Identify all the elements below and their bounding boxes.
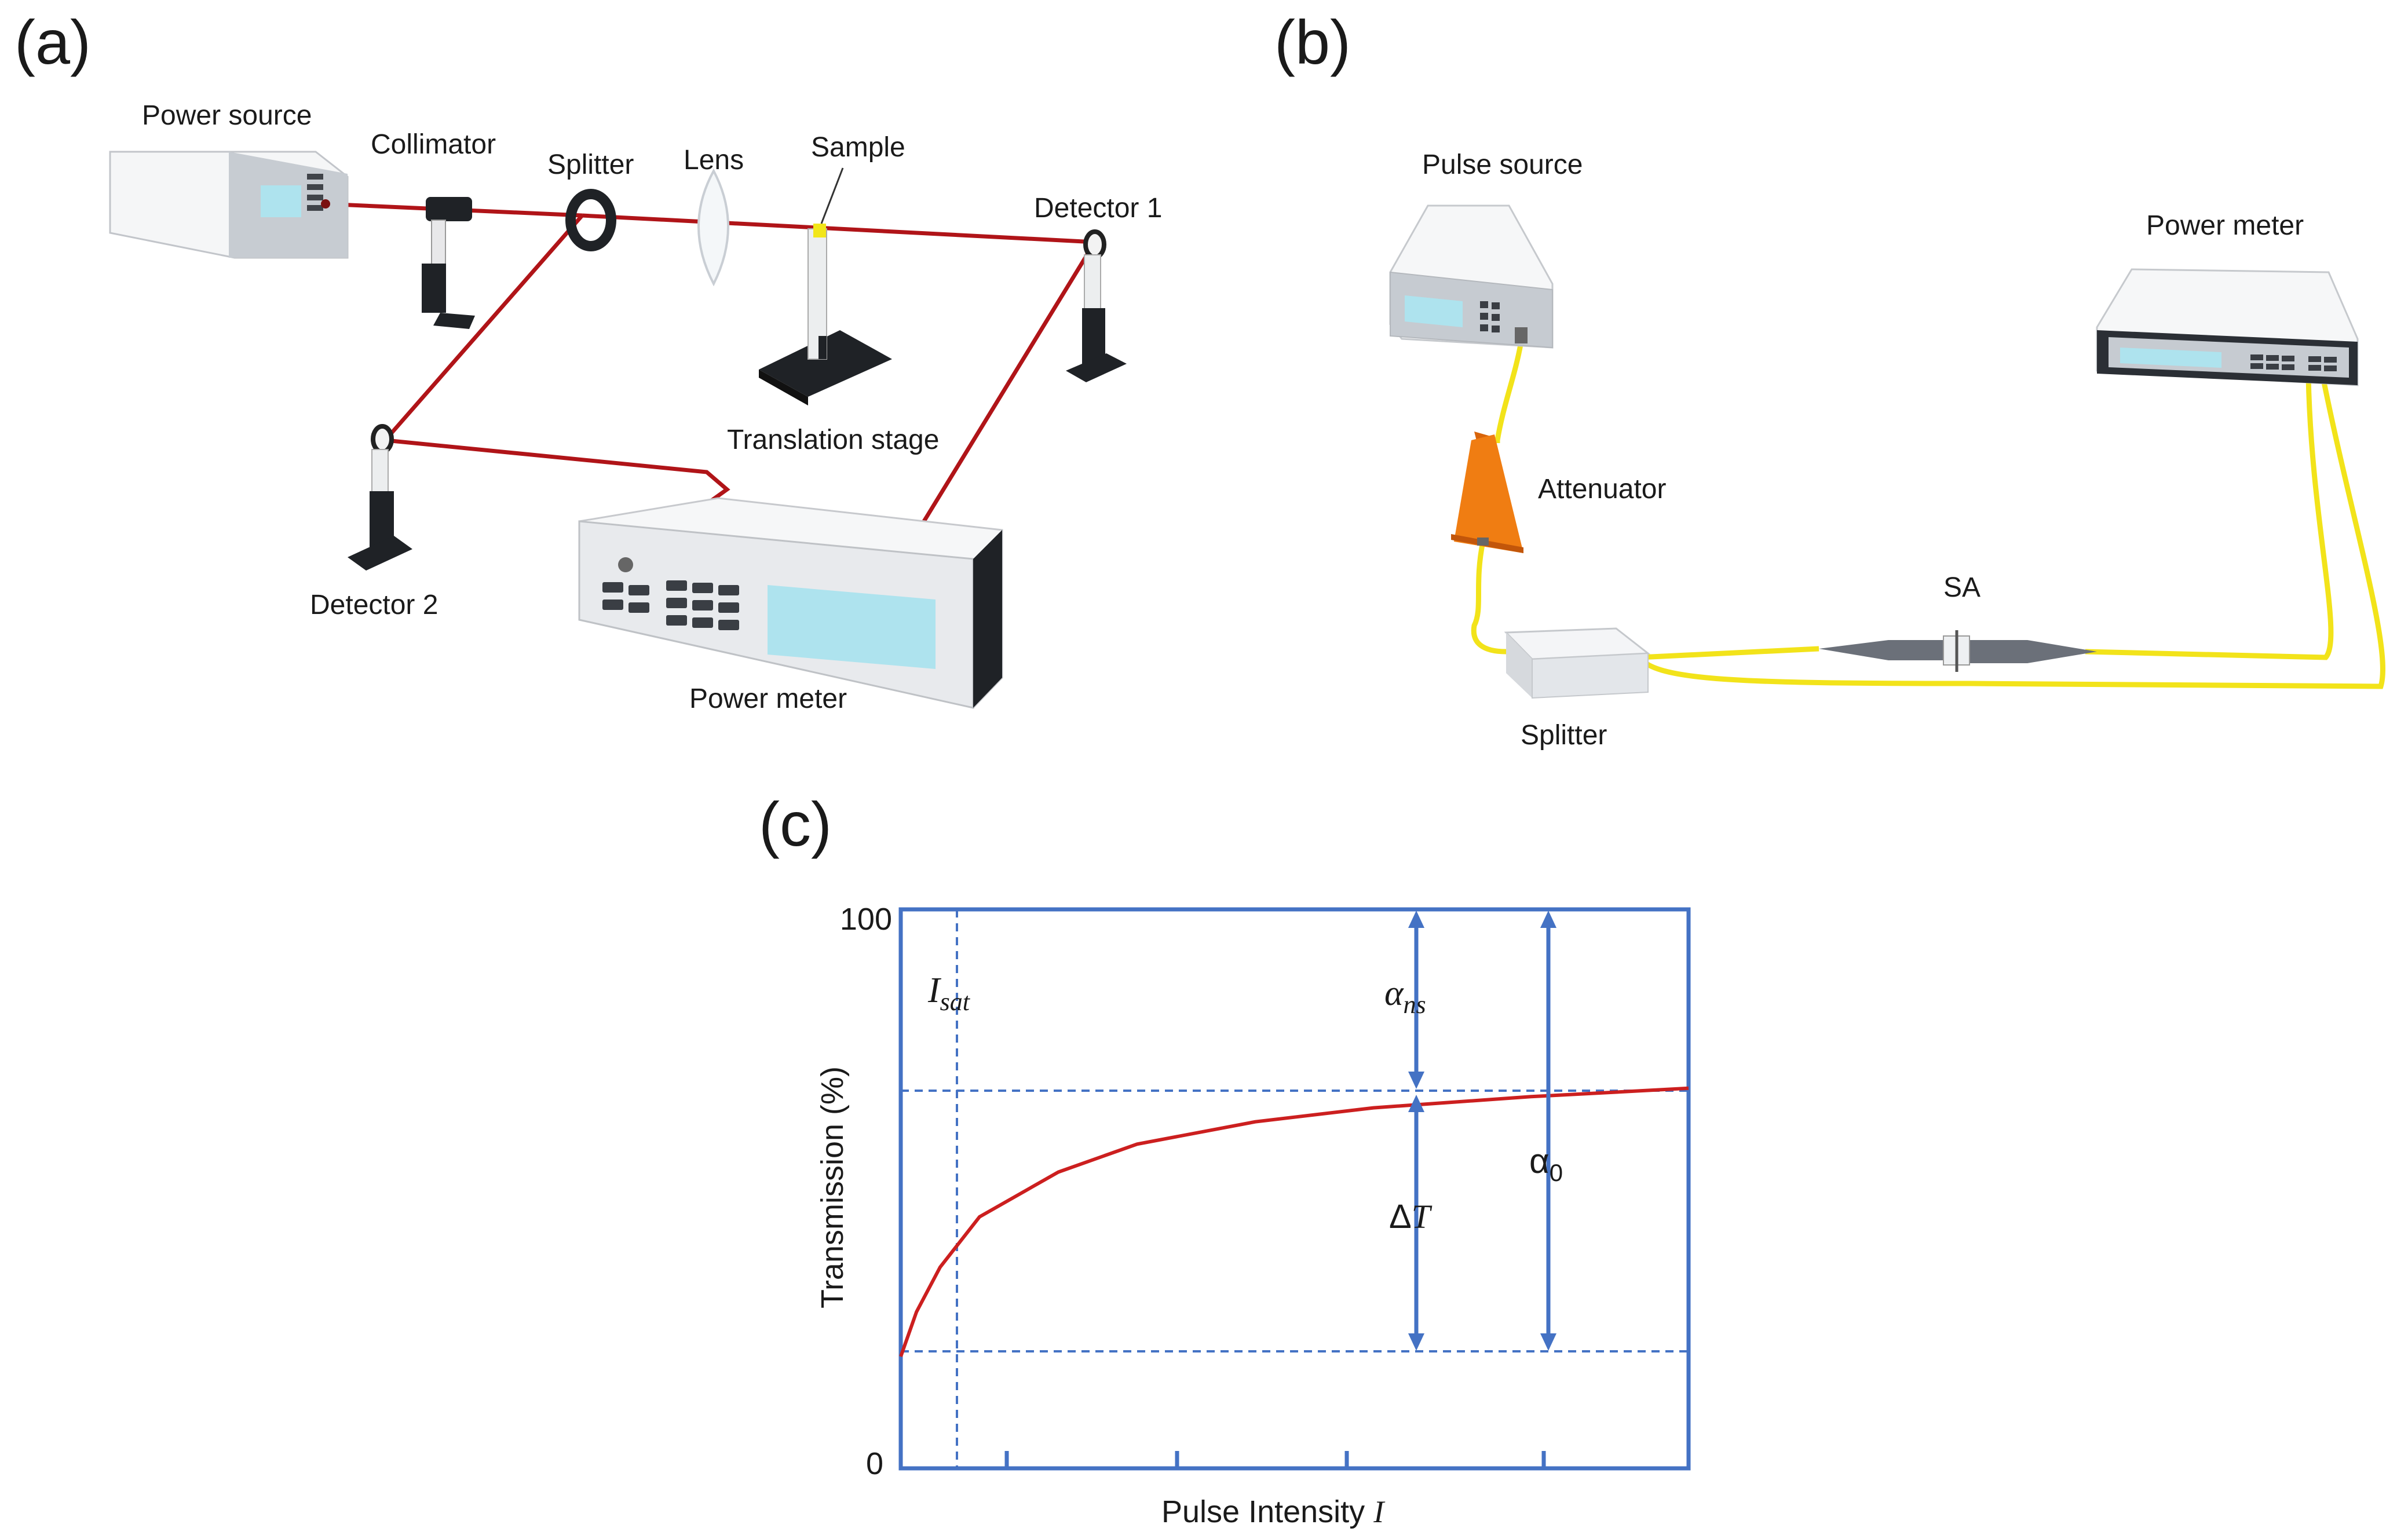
sa-device (1819, 630, 2097, 672)
power-source-device (109, 151, 349, 259)
reference-lines (901, 909, 1689, 1468)
x-axis-label-symbol: I (1373, 1494, 1386, 1529)
isat-main: I (927, 971, 942, 1010)
power-meter-device-b (2096, 268, 2359, 386)
label-alpha-0: α0 (1529, 1142, 1563, 1186)
detector-1-device (1066, 229, 1127, 382)
label-sa: SA (1943, 572, 1981, 603)
x-axis-label: Pulse Intensity I (1161, 1494, 1386, 1529)
laser-beam (324, 202, 1097, 522)
splitter-device-b (1504, 627, 1651, 699)
splitter-device (565, 189, 616, 251)
delta-t-delta: Δ (1389, 1198, 1412, 1235)
label-alpha-ns: αns (1384, 974, 1426, 1019)
alpha0-main: α (1529, 1142, 1550, 1180)
alpha0-sub: 0 (1550, 1159, 1563, 1186)
label-detector-2: Detector 2 (310, 590, 438, 620)
x-ticks (1004, 1451, 1546, 1468)
y-tick-0: 0 (866, 1446, 883, 1481)
power-meter-device-a (578, 497, 1003, 709)
label-lens: Lens (684, 145, 744, 176)
panel-c-tag: (c) (759, 789, 832, 859)
attenuator-device (1451, 432, 1523, 553)
isat-sub: sat (940, 988, 971, 1016)
label-delta-t: ΔT (1389, 1198, 1433, 1235)
alpha-ns-main: α (1384, 974, 1404, 1013)
fiber-cables (1471, 344, 2385, 689)
label-splitter-a: Splitter (547, 149, 634, 180)
panel-b-tag: (b) (1274, 7, 1351, 77)
label-attenuator: Attenuator (1538, 474, 1667, 505)
label-isat: Isat (927, 971, 971, 1016)
transmission-curve (899, 1086, 1689, 1357)
label-detector-1: Detector 1 (1034, 193, 1162, 224)
panel-a-tag: (a) (14, 7, 91, 77)
label-power-source: Power source (142, 100, 312, 131)
panel-c: (c) 100 0 Transmission (%) Pulse Intensi… (759, 789, 1691, 1529)
annotation-arrows (1408, 911, 1556, 1351)
label-sample: Sample (811, 132, 905, 163)
plot-frame (898, 907, 1691, 1471)
translation-stage-device (759, 167, 892, 405)
detector-2-device (348, 424, 412, 571)
y-axis-label: Transmission (%) (815, 1066, 850, 1308)
panel-a: (a) Power source Collimat (14, 7, 1162, 714)
label-collimator: Collimator (371, 129, 496, 160)
panel-b: (b) Pulse source (1274, 7, 2385, 751)
y-tick-100: 100 (840, 902, 892, 937)
label-translation-stage: Translation stage (727, 425, 939, 455)
label-power-meter-a: Power meter (689, 683, 847, 714)
label-power-meter-b: Power meter (2146, 210, 2304, 241)
label-splitter-b: Splitter (1521, 720, 1607, 751)
label-pulse-source: Pulse source (1422, 149, 1583, 180)
alpha-ns-sub: ns (1404, 990, 1426, 1019)
collimator-device (422, 197, 475, 329)
lens-device (697, 168, 729, 287)
x-axis-label-text: Pulse Intensity (1161, 1494, 1373, 1529)
delta-t-T: T (1412, 1198, 1433, 1235)
pulse-source-device (1389, 204, 1554, 349)
